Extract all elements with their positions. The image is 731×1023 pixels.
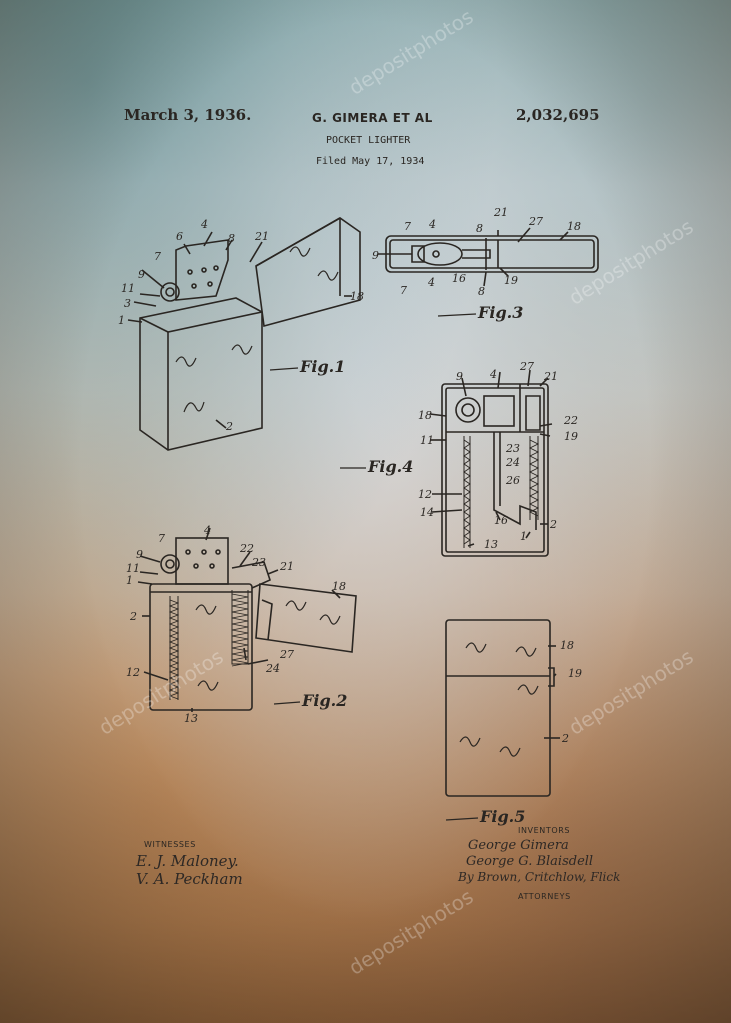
ref-2-fig4: 2 xyxy=(549,518,557,531)
ref-7-fig3-top: 7 xyxy=(404,220,411,233)
ref-9-fig1: 9 xyxy=(138,268,145,281)
ref-2-fig2: 2 xyxy=(129,610,137,623)
ref-7-fig1: 7 xyxy=(154,250,161,263)
ref-6-fig1: 6 xyxy=(176,230,183,243)
ref-14-fig4: 14 xyxy=(420,506,434,519)
ref-7-fig3-bottom: 7 xyxy=(400,284,407,297)
ref-3-fig1: 3 xyxy=(124,297,131,310)
ref-8-fig3-bottom: 8 xyxy=(478,285,485,298)
ref-4-fig1: 4 xyxy=(200,218,208,231)
ref-7-fig2: 7 xyxy=(158,532,165,545)
ref-18-fig3: 18 xyxy=(567,220,581,233)
inventor-signature-2: George G. Blaisdell xyxy=(466,854,593,869)
ref-16-fig3: 16 xyxy=(452,272,466,285)
ref-11-fig1: 11 xyxy=(121,282,135,295)
ref-13-fig2: 13 xyxy=(184,712,198,725)
witness-signature-1: E. J. Maloney. xyxy=(136,852,239,870)
fig5-label: Fig.5 xyxy=(479,807,525,826)
ref-21-fig3: 21 xyxy=(493,206,508,219)
ref-23-fig2: 23 xyxy=(251,556,266,569)
ref-1-fig1: 1 xyxy=(118,314,125,327)
ref-18-fig4: 18 xyxy=(418,409,432,422)
ref-22-fig2: 22 xyxy=(239,542,254,555)
ref-1-fig2: 1 xyxy=(126,574,133,587)
ref-23-fig4: 23 xyxy=(505,442,520,455)
fig1-label: Fig.1 xyxy=(299,357,345,376)
ref-12-fig4: 12 xyxy=(418,488,432,501)
ref-19-fig4: 19 xyxy=(564,430,578,443)
ref-2-fig1: 2 xyxy=(225,420,233,433)
fig1-drawing xyxy=(128,218,360,450)
fig5-drawing xyxy=(446,620,560,796)
ref-4-fig3-top: 4 xyxy=(428,218,436,231)
witness-signature-2: V. A. Peckham xyxy=(136,870,243,888)
witnesses-label: WITNESSES xyxy=(144,840,196,849)
ref-8-fig3-top: 8 xyxy=(476,222,483,235)
ref-24-fig4: 24 xyxy=(505,456,520,469)
ref-12-fig2: 12 xyxy=(126,666,140,679)
ref-24-fig2: 24 xyxy=(265,662,280,675)
ref-21-fig4: 21 xyxy=(543,370,558,383)
ref-19-fig5: 19 xyxy=(568,667,582,680)
fig3-drawing xyxy=(378,228,598,286)
ref-27-fig3: 27 xyxy=(528,215,543,228)
ref-2-fig5: 2 xyxy=(561,732,569,745)
ref-26-fig4: 26 xyxy=(505,474,520,487)
ref-27-fig2: 27 xyxy=(279,648,294,661)
fig3-label: Fig.3 xyxy=(477,303,523,322)
ref-8-fig1: 8 xyxy=(228,232,235,245)
fig4-label: Fig.4 xyxy=(367,457,413,476)
fig2-label: Fig.2 xyxy=(301,691,347,710)
ref-11-fig4: 11 xyxy=(420,434,434,447)
ref-9-fig2: 9 xyxy=(136,548,143,561)
ref-4-fig4: 4 xyxy=(489,368,497,381)
ref-18-fig5: 18 xyxy=(560,639,574,652)
fig4-drawing xyxy=(430,370,552,556)
inventor-signature-1: George Gimera xyxy=(468,838,569,853)
ref-27-fig4: 27 xyxy=(519,360,534,373)
ref-22-fig4: 22 xyxy=(563,414,578,427)
ref-16-fig4: 16 xyxy=(494,514,508,527)
ref-21-fig2: 21 xyxy=(279,560,294,573)
ref-1-fig4: 1 xyxy=(520,530,527,543)
ref-21-fig1: 21 xyxy=(254,230,269,243)
ref-4-fig2: 4 xyxy=(203,524,211,537)
inventors-label: INVENTORS xyxy=(518,826,570,835)
ref-19-fig3: 19 xyxy=(504,274,518,287)
ref-4-fig3-bottom: 4 xyxy=(427,276,435,289)
ref-9-fig3: 9 xyxy=(372,249,379,262)
ref-18-fig1: 18 xyxy=(350,290,364,303)
ref-9-fig4: 9 xyxy=(456,370,463,383)
attorney-signature: By Brown, Critchlow, Flick xyxy=(458,870,620,884)
ref-18-fig2: 18 xyxy=(332,580,346,593)
attorneys-label: ATTORNEYS xyxy=(518,892,571,901)
ref-13-fig4: 13 xyxy=(484,538,498,551)
